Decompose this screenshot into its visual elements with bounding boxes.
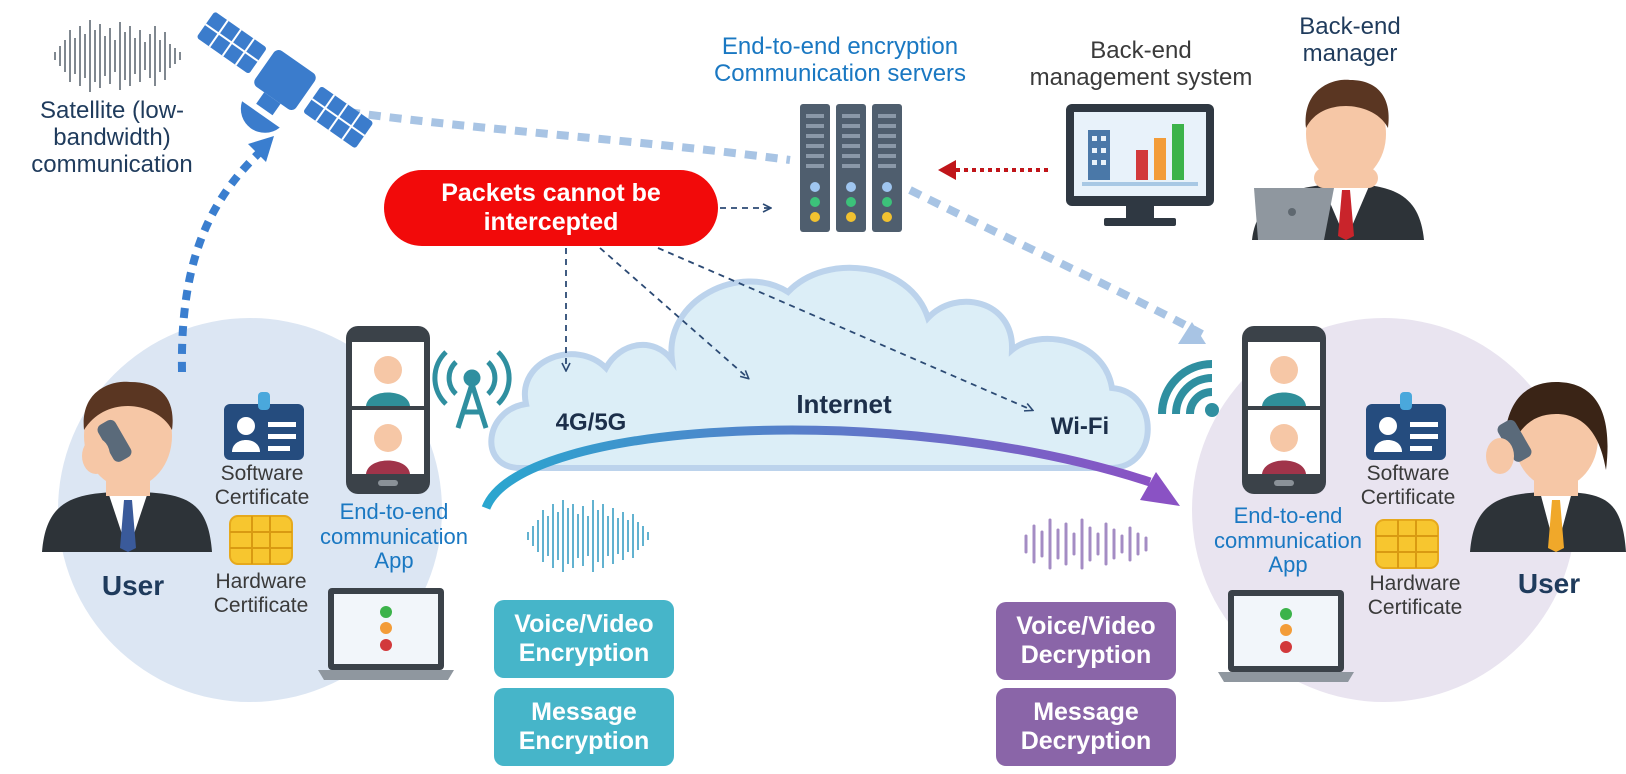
packets-label-line1: Packets cannot be (441, 179, 661, 208)
voice-decryption-line2: Decryption (1020, 641, 1152, 669)
voice-video-encryption-box: Voice/Video Encryption (494, 600, 674, 678)
right-laptop-icon (1218, 590, 1354, 682)
cellular-network-label: 4G/5G (555, 409, 627, 436)
satellite-uplink-arrowhead (248, 136, 274, 162)
internet-label: Internet (796, 389, 892, 419)
packets-label-line2: intercepted (483, 208, 619, 236)
right-app-label-line3: App (1268, 552, 1308, 578)
servers-label-line1: End-to-end encryption (721, 33, 959, 60)
left-hardware-certificate-label: Hardware Certificate (196, 570, 326, 617)
encryption-waveform (527, 500, 649, 572)
transmission-arc (481, 425, 1152, 510)
server-to-phone-link (908, 186, 1204, 338)
left-user-avatar (42, 381, 212, 552)
satellite-uplink-arrow (177, 149, 263, 373)
manager-label: Back-end manager (1270, 13, 1430, 68)
right-hardware-certificate-label: Hardware Certificate (1350, 572, 1480, 619)
management-system-label: Back-end management system (1010, 37, 1272, 92)
server-to-phone-arrowhead (1178, 322, 1206, 344)
voice-video-decryption-box: Voice/Video Decryption (996, 602, 1176, 680)
wifi-label: Wi-Fi (1050, 413, 1110, 440)
message-decryption-line1: Message (1033, 698, 1139, 727)
right-hardware-certificate-icon (1375, 519, 1439, 569)
left-laptop-icon (318, 588, 454, 680)
intercept-dashed-arrows (566, 208, 1032, 410)
monitor-dashboard-icon (1066, 104, 1214, 226)
satellite-label-line1: Satellite (low- (39, 97, 185, 124)
left-software-certificate-label: Software Certificate (200, 462, 324, 509)
packets-intercept-badge: Packets cannot be intercepted (384, 170, 718, 246)
left-hardware-cert-line2: Certificate (213, 593, 309, 617)
right-hardware-cert-line1: Hardware (1369, 572, 1461, 595)
left-app-label: End-to-end communication App (308, 499, 480, 574)
right-software-cert-line1: Software (1366, 462, 1450, 485)
satellite-to-server-link (347, 108, 791, 164)
internet-cloud (488, 264, 1151, 471)
satellite-label-line2: bandwidth) (53, 123, 171, 151)
servers-label-line2: Communication servers (713, 59, 967, 87)
voice-decryption-line1: Voice/Video (1016, 612, 1156, 641)
wifi-icon (1158, 360, 1219, 417)
transmission-arc-arrowhead (1140, 472, 1180, 506)
right-hardware-cert-line2: Certificate (1367, 595, 1463, 619)
manager-label-line2: manager (1302, 39, 1398, 67)
right-app-label: End-to-end communication App (1202, 503, 1374, 578)
left-software-cert-line2: Certificate (214, 485, 310, 509)
voice-encryption-line1: Voice/Video (514, 610, 654, 639)
left-app-label-line1: End-to-end (339, 499, 449, 524)
message-decryption-line2: Decryption (1020, 727, 1152, 755)
management-label-line1: Back-end (1090, 37, 1192, 64)
right-software-certificate-icon (1366, 392, 1446, 460)
right-app-label-line2: communication (1214, 527, 1362, 553)
right-software-certificate-label: Software Certificate (1346, 462, 1470, 509)
decryption-waveform (1024, 518, 1148, 570)
left-phone-icon (346, 326, 430, 494)
satellite-icon (197, 12, 373, 148)
server-rack-icon (800, 104, 902, 232)
satellite-waveform (54, 20, 181, 92)
right-user-label: User (1517, 568, 1581, 599)
message-decryption-box: Message Decryption (996, 688, 1176, 766)
right-app-label-line1: End-to-end (1233, 503, 1343, 528)
management-label-line2: management system (1029, 63, 1253, 91)
right-software-cert-line2: Certificate (1360, 485, 1456, 509)
right-user-avatar (1470, 382, 1626, 552)
left-software-certificate-icon (224, 392, 304, 460)
left-app-label-line2: communication (320, 523, 468, 549)
satellite-label-line3: communication (31, 150, 193, 178)
management-to-server-arrowhead (938, 160, 956, 180)
message-encryption-box: Message Encryption (494, 688, 674, 766)
servers-label: End-to-end encryption Communication serv… (690, 33, 990, 88)
left-user-label: User (101, 570, 165, 601)
left-hardware-cert-line1: Hardware (215, 570, 307, 593)
left-hardware-certificate-icon (229, 515, 293, 565)
right-phone-icon (1242, 326, 1326, 494)
left-software-cert-line1: Software (220, 462, 304, 485)
message-encryption-line2: Encryption (518, 727, 650, 755)
manager-label-line1: Back-end (1299, 13, 1401, 40)
left-app-label-line3: App (374, 548, 414, 574)
satellite-label: Satellite (low- bandwidth) communication (14, 97, 210, 179)
cell-tower-icon (432, 350, 512, 429)
voice-encryption-line2: Encryption (518, 639, 650, 667)
back-end-manager-avatar (1252, 79, 1424, 240)
message-encryption-line1: Message (531, 698, 637, 727)
